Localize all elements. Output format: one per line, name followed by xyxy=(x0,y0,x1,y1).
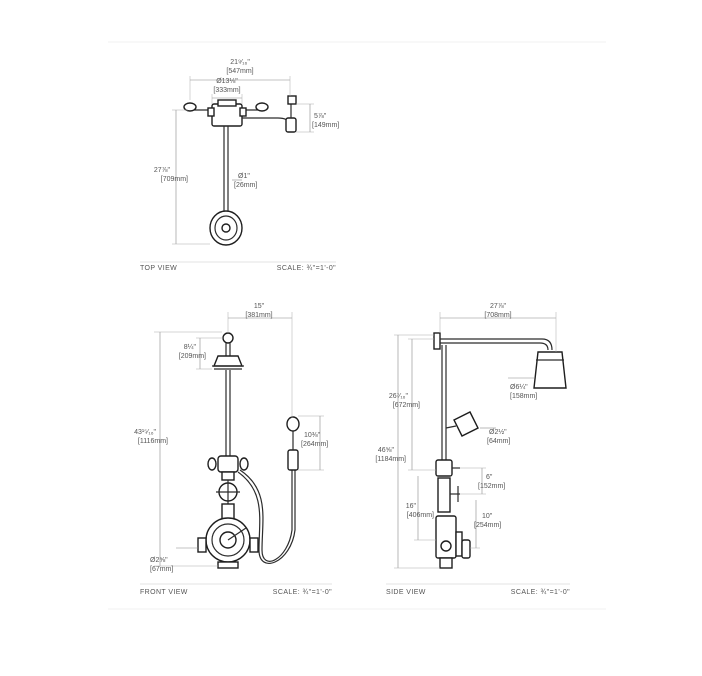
side-handshower-dia-mm: [64mm] xyxy=(487,438,510,445)
front-head-drop: 8¼" xyxy=(184,344,197,351)
top-riser-dia: Ø1" xyxy=(238,173,250,180)
side-view-scale: SCALE: ¾"=1'-0" xyxy=(511,589,570,596)
top-depth-mm: [709mm] xyxy=(161,176,188,183)
top-handshower-depth: 5⅞" xyxy=(314,113,327,120)
front-view-scale: SCALE: ¾"=1'-0" xyxy=(273,589,332,596)
front-arm-reach-mm: [381mm] xyxy=(245,312,272,319)
side-view-drawing xyxy=(433,332,567,569)
side-head-dia: Ø6¼" xyxy=(510,384,528,391)
front-view-drawing xyxy=(197,332,300,569)
side-lower-offset: 10" xyxy=(482,513,493,520)
side-head-dia-mm: [158mm] xyxy=(510,393,537,400)
side-valve-height: 16" xyxy=(406,503,417,510)
side-valve-offset-mm: [152mm] xyxy=(478,483,505,490)
front-escutcheon-dia: Ø2⅝" xyxy=(150,557,168,564)
top-overall-width-mm: [547mm] xyxy=(226,68,253,75)
front-head-drop-mm: [209mm] xyxy=(179,353,206,360)
front-handshower-len-mm: [264mm] xyxy=(301,441,328,448)
top-handshower-depth-mm: [149mm] xyxy=(312,122,339,129)
side-arm-projection-mm: [708mm] xyxy=(484,312,511,319)
front-handshower-len: 10⅜" xyxy=(304,432,321,439)
side-arm-projection: 27⅞" xyxy=(490,303,507,310)
front-view-dimensions xyxy=(154,312,324,567)
side-view-dimensions xyxy=(394,312,557,569)
side-lower-offset-mm: [254mm] xyxy=(474,522,501,529)
side-overall-height-mm: [1184mm] xyxy=(375,456,406,463)
top-valve-width: Ø13⅛" xyxy=(216,78,238,85)
front-overall-height: 43¹⁵⁄₁₆" xyxy=(134,429,156,436)
top-view: 21⁹⁄₁₆" [547mm] Ø13⅛" [333mm] 27⅞" [709m… xyxy=(140,59,339,272)
front-overall-height-mm: [1116mm] xyxy=(138,438,168,445)
top-view-scale: SCALE: ¾"=1'-0" xyxy=(277,265,336,272)
top-valve-width-mm: [333mm] xyxy=(213,87,240,94)
front-view-caption: FRONT VIEW xyxy=(140,589,188,596)
front-view: 15" [381mm] 8¼" [209mm] 43¹⁵⁄₁₆" [1116mm… xyxy=(134,303,332,596)
side-riser-height: 26⁷⁄₁₆" xyxy=(389,393,409,400)
top-view-dimensions xyxy=(172,76,314,245)
side-valve-offset: 6" xyxy=(486,474,493,481)
front-arm-reach: 15" xyxy=(254,303,265,310)
side-handshower-dia: Ø2½" xyxy=(489,428,507,436)
top-depth: 27⅞" xyxy=(154,167,171,174)
top-riser-dia-mm: [26mm] xyxy=(234,182,257,189)
side-valve-height-mm: [406mm] xyxy=(407,512,434,519)
side-overall-height: 46⅝" xyxy=(378,447,395,454)
top-view-caption: TOP VIEW xyxy=(140,265,177,272)
front-escutcheon-dia-mm: [67mm] xyxy=(150,566,173,573)
side-riser-height-mm: [672mm] xyxy=(393,402,420,409)
top-view-drawing xyxy=(183,95,297,246)
side-view: 27⅞" [708mm] 26⁷⁄₁₆" [672mm] 46⅝" [1184m… xyxy=(375,303,570,596)
top-overall-width: 21⁹⁄₁₆" xyxy=(230,59,250,66)
side-view-caption: SIDE VIEW xyxy=(386,589,426,596)
